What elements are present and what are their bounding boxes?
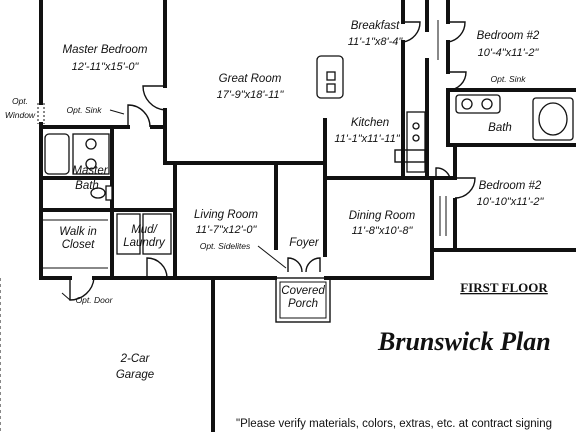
kitchen-name: Kitchen [351,117,389,129]
plan-title: Brunswick Plan [377,327,551,356]
garage-line1: 2-Car [120,353,151,365]
disclaimer-text: "Please verify materials, colors, extras… [236,418,552,430]
floor-label: FIRST FLOOR [460,280,548,295]
bedroom-2-top-dims: 10'-4"x11'-2" [478,47,540,59]
laundry-fixtures [116,213,172,255]
closet-details [43,20,447,269]
opt-window-note-line2: Window [5,110,36,120]
mud-laundry-line2: Laundry [123,237,166,249]
sidelites-leader [257,245,287,269]
plan-notes: Opt. Window Opt. Sink Opt. Sink Opt. Sid… [5,74,526,305]
breakfast-name: Breakfast [351,20,400,32]
walk-in-closet-line2: Closet [62,239,95,251]
breakfast-dims: 11'-1"x8'-4" [348,36,404,48]
walk-in-closet-line1: Walk in [59,226,97,238]
master-bath-fixtures [44,133,113,201]
opt-door-leader [61,292,71,301]
opt-door-note: Opt. Door [76,295,114,305]
bath-fixtures [455,94,574,141]
opt-sink-master-note: Opt. Sink [67,105,103,115]
dining-room-dims: 11'-8"x10'-8" [352,225,414,237]
kitchen-dims: 11'-1"x11'-11" [334,133,400,145]
great-room-name: Great Room [219,73,282,85]
master-bedroom-name: Master Bedroom [62,44,147,56]
bedroom-2-bottom-dims: 10'-10"x11'-2" [477,196,545,208]
bath-name: Bath [488,122,512,134]
bedroom-2-bottom-name: Bedroom #2 [479,180,542,192]
opt-sink-bath-note: Opt. Sink [491,74,527,84]
kitchen-fixtures [316,55,426,173]
opt-window [37,103,45,124]
great-room-dims: 17'-9"x18'-11" [217,89,285,101]
master-bath-name-line1: Master [72,165,108,177]
living-room-dims: 11'-7"x12'-0" [196,224,258,236]
opt-window-note-line1: Opt. [12,96,28,106]
doors [69,21,476,301]
covered-porch-line2: Porch [288,298,318,310]
garage-line2: Garage [116,369,154,381]
covered-porch-line1: Covered [281,285,325,297]
master-bath-name-line2: Bath [75,180,99,192]
room-labels: Master Bedroom 12'-11"x15'-0" Great Room… [59,20,544,381]
opt-sidelites-note: Opt. Sidelites [200,241,251,251]
living-room-name: Living Room [194,209,258,221]
foyer-name: Foyer [289,237,320,249]
covered-porch [275,277,331,323]
master-bedroom-dims: 12'-11"x15'-0" [72,61,140,73]
opt-sink-leader [109,109,125,115]
bedroom-2-top-name: Bedroom #2 [477,30,540,42]
dining-room-name: Dining Room [349,210,416,222]
mud-laundry-line1: Mud/ [131,224,158,236]
